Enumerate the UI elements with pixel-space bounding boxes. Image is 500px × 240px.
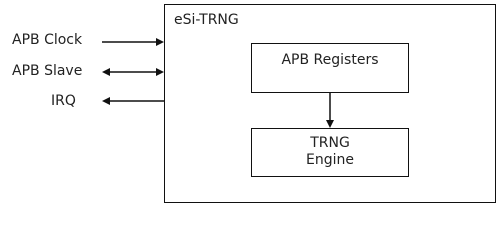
- trng-engine-label-line1: TRNG: [310, 135, 350, 151]
- irq-arrowhead: [102, 97, 110, 105]
- trng-engine-label-line2: Engine: [306, 152, 354, 168]
- apb-clock-arrowhead: [156, 38, 164, 46]
- connection-arrows: [102, 38, 334, 128]
- apb-slave-label: APB Slave: [12, 63, 83, 79]
- apb-clock-label: APB Clock: [12, 32, 83, 48]
- apb-registers-box: APB Registers: [251, 43, 409, 93]
- apb-registers-label: APB Registers: [281, 52, 379, 68]
- registers-to-engine-arrowhead: [326, 120, 334, 128]
- trng-engine-box: TRNG Engine: [251, 128, 409, 177]
- apb-slave-arrowhead-left: [102, 68, 110, 76]
- block-diagram: eSi-TRNG APB Registers TRNG Engine APB C…: [12, 4, 496, 203]
- apb-slave-arrowhead-right: [156, 68, 164, 76]
- irq-label: IRQ: [51, 93, 76, 109]
- module-title: eSi-TRNG: [174, 12, 239, 28]
